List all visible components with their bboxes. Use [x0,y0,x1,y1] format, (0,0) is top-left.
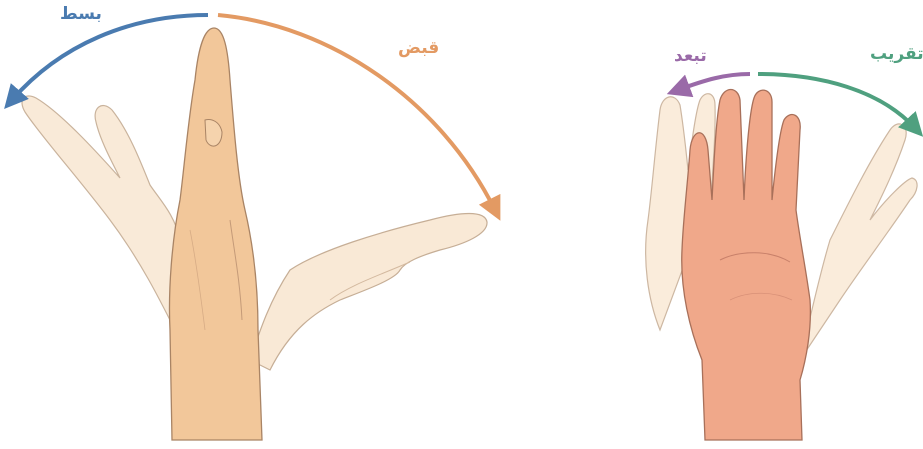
adducted-hand [800,124,917,360]
wrist-flexion-extension-figure [12,15,495,440]
flexion-label: قبض [398,40,439,57]
adduction-label: تقريب [870,46,923,63]
wrist-deviation-figure [646,74,917,440]
upright-hand [169,28,262,440]
extended-hand [22,96,180,330]
adduction-arrow [758,74,915,128]
flexion-arrow [218,15,495,210]
abduction-arrow [678,74,750,90]
abduction-label: تبعد [674,48,707,65]
flexed-hand [250,214,487,371]
extension-label: بسط [60,6,102,23]
neutral-hand [682,90,811,441]
extension-arrow [12,15,208,100]
